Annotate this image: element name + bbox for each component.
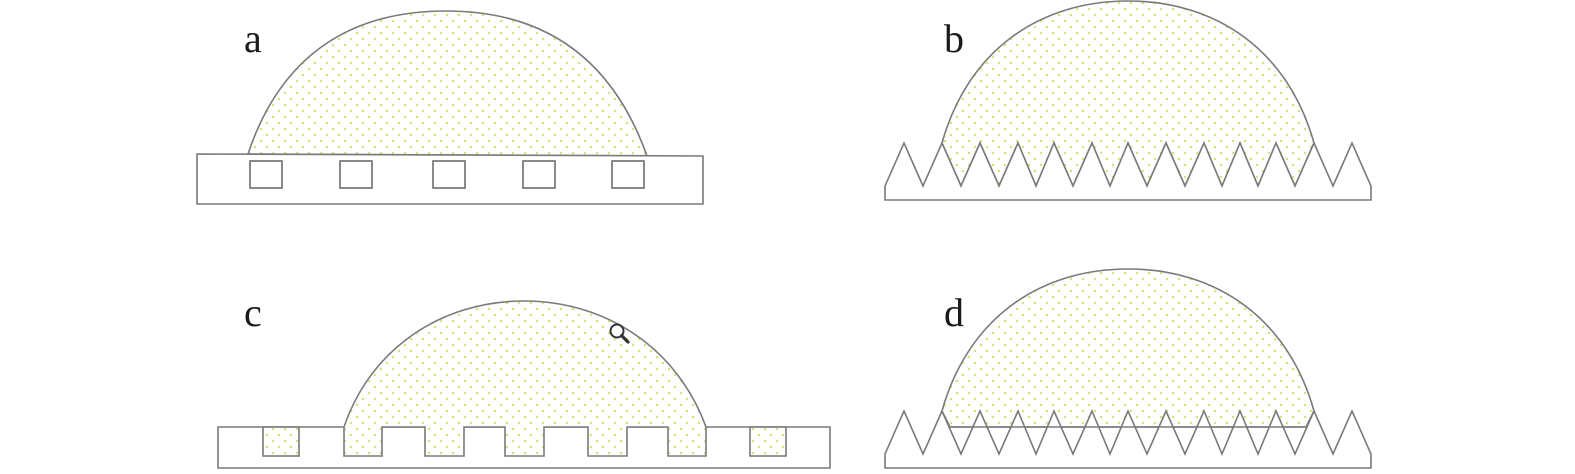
magnifier-cursor-icon xyxy=(609,323,630,344)
substrate-d xyxy=(884,408,1372,469)
pillar-a-1 xyxy=(249,160,283,189)
panel-label-d: d xyxy=(944,290,964,335)
trapped-fill-c-left xyxy=(262,426,300,457)
panel-label-b: b xyxy=(944,16,964,61)
pillar-a-3 xyxy=(432,160,466,189)
panel-label-a: a xyxy=(244,16,262,61)
droplet-a xyxy=(246,10,649,157)
trapped-fill-c-right xyxy=(749,426,787,457)
panel-c: c xyxy=(217,290,831,469)
pillar-a-4 xyxy=(522,160,556,189)
droplet-d xyxy=(941,268,1315,428)
panel-b: b xyxy=(884,0,1372,201)
substrate-b xyxy=(884,140,1372,201)
droplet-c xyxy=(343,300,707,457)
pillar-a-2 xyxy=(339,160,373,189)
panel-d: d xyxy=(884,268,1372,469)
pillar-a-5 xyxy=(611,160,645,189)
panel-a: a xyxy=(196,10,704,205)
panel-label-c: c xyxy=(244,290,262,335)
